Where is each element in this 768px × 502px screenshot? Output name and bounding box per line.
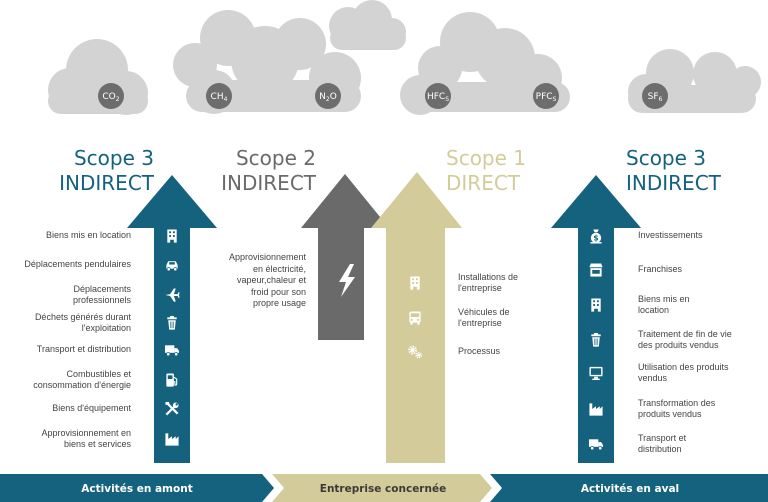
item-label: Véhicules de l'entreprise: [458, 306, 510, 329]
gas-circle-co2: [98, 83, 124, 109]
scope1-title: Scope 1 DIRECT: [446, 146, 556, 196]
scope3-upstream-title: Scope 3 INDIRECT: [44, 146, 154, 196]
scope1-line2: DIRECT: [446, 171, 521, 195]
gas-label: N2O: [319, 92, 337, 103]
item-label: Approvisionnement en biens et services: [41, 427, 131, 450]
item-label: Déplacements professionnels: [72, 283, 131, 306]
gas-circles: [98, 83, 668, 109]
gas-circle-pfcs: [533, 83, 559, 109]
gas-label: SF6: [648, 92, 663, 103]
item-label: Biens mis en location: [638, 293, 690, 316]
item-label: Utilisation des produits vendus: [638, 361, 729, 384]
gas-label: HFCS: [427, 92, 449, 103]
item-label: Biens mis en location: [45, 230, 131, 241]
band-company-label: Entreprise concernée: [320, 483, 446, 495]
item-label: Processus: [458, 346, 501, 357]
item-label: Transport et distribution: [638, 432, 687, 455]
gas-circle-ch4: [206, 83, 232, 109]
item-label: Traitement de fin de vie des produits ve…: [638, 328, 732, 351]
item-label: Biens d'équipement: [52, 403, 131, 414]
item-label: Installations de l'entreprise: [458, 271, 519, 294]
item-label: Transport et distribution: [36, 344, 131, 355]
scope2-label: Approvisionnement en électricité, vapeur…: [228, 252, 306, 308]
scope3-downstream-line2: INDIRECT: [626, 171, 721, 195]
gas-label: CO2: [102, 92, 119, 103]
band-upstream-label: Activités en amont: [81, 483, 192, 495]
band-upstream: [0, 474, 274, 502]
lightning-icon: [339, 264, 355, 297]
item-label: Investissements: [638, 230, 703, 241]
scope1-line1: Scope 1: [446, 146, 527, 170]
cloud-hfcs-pfcs: [400, 12, 570, 115]
item-label: Transformation des produits vendus: [638, 397, 716, 420]
gas-label: PFCS: [536, 92, 557, 103]
cloud-small-top: [329, 0, 406, 50]
gas-circle-sf6: [642, 83, 668, 109]
item-label: Franchises: [638, 264, 683, 275]
scope2-title: Scope 2 INDIRECT: [210, 146, 316, 196]
band-downstream: [490, 474, 768, 502]
gas-circle-n2o: [315, 83, 341, 109]
scope3-downstream-title: Scope 3 INDIRECT: [626, 146, 746, 196]
scope3-downstream-line1: Scope 3: [626, 146, 707, 170]
gas-circle-hfcs: [425, 83, 451, 109]
scope3-upstream-line1: Scope 3: [73, 146, 154, 170]
gas-label: CH4: [211, 92, 228, 103]
cloud-co2: [48, 39, 148, 115]
bus-icon: [409, 311, 421, 325]
scope2-line1: Scope 2: [235, 146, 316, 170]
scope2-line2: INDIRECT: [221, 171, 316, 195]
arrow-scope3-downstream: [551, 175, 641, 463]
band-company: [272, 474, 492, 502]
item-label: Déplacements pendulaires: [24, 259, 131, 270]
item-label: Déchets générés durant l'exploitation: [34, 311, 131, 334]
item-label: Combustibles et consommation d'énergie: [33, 368, 131, 391]
store-icon: [589, 263, 603, 277]
gas-labels: CO2 CH4 N2O HFCS PFCS SF6: [102, 92, 662, 103]
arrow-scope2: [301, 174, 389, 340]
scope3-upstream-line2: INDIRECT: [59, 171, 154, 195]
band-downstream-label: Activités en aval: [581, 483, 679, 495]
